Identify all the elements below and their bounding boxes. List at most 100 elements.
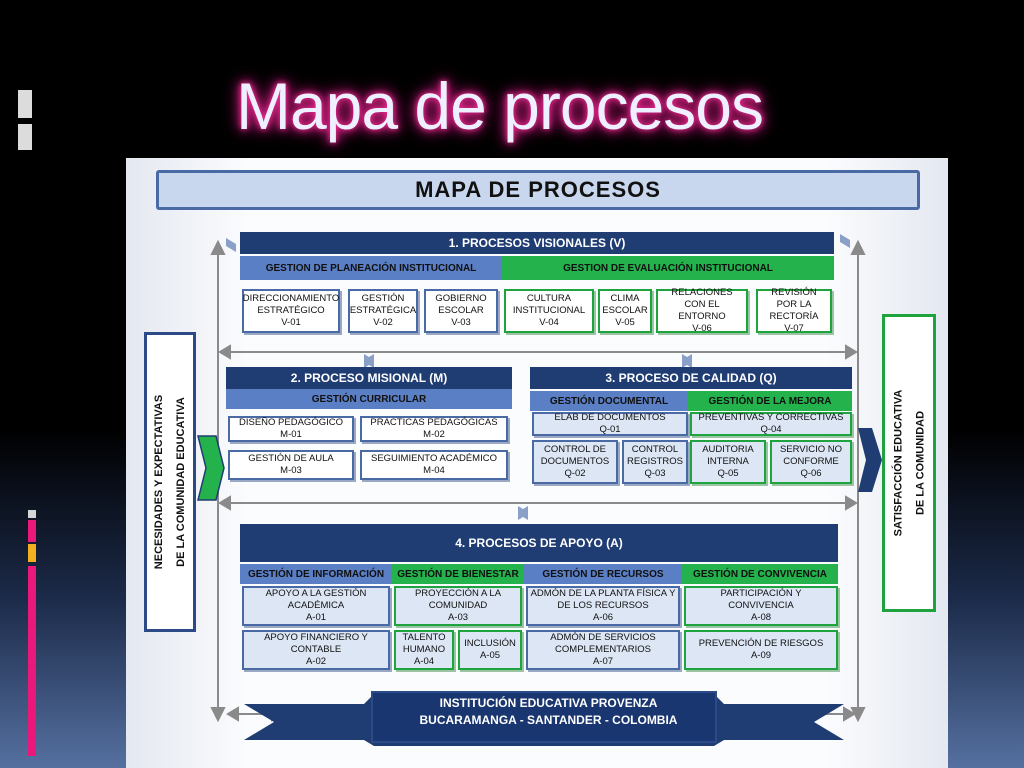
left-needs-box: NECESIDADES Y EXPECTATIVAS DE LA COMUNID… [144,332,196,632]
calidad-sub-mejora: GESTIÓN DE LA MEJORA [688,391,852,411]
calidad-header: 3. PROCESO DE CALIDAD (Q) [530,367,852,389]
process-name: PRACTICAS PEDAGÓGICAS [370,417,498,428]
process-name: DIRECCIONAMIENTO ESTRATÉGICO [242,293,340,316]
process-name: GESTIÓN DE AULA [248,453,334,464]
process-code: A-02 [305,656,327,667]
right-arrowhead [845,495,858,511]
slide-decoration-bar [18,124,32,150]
process-name: APOYO FINANCIERO Y CONTABLE [264,632,368,655]
right-arrowhead [843,706,856,722]
up-arrowhead [850,239,866,255]
up-arrowhead [210,239,226,255]
banner-line2: BUCARAMANGA - SANTANDER - COLOMBIA [419,713,678,727]
slide-accent-bar [28,510,36,518]
apoyo-sub-informacion: GESTIÓN DE INFORMACIÓN [240,564,392,584]
left-needs-line1: NECESIDADES Y EXPECTATIVAS [153,394,166,570]
apoyo-sub-bienestar: GESTIÓN DE BIENESTAR [392,564,524,584]
slide-title: Mapa de procesos [236,69,764,143]
slide-accent-bar [28,520,36,542]
process-code: Q-02 [564,468,586,479]
misional-sub-curricular: GESTIÓN CURRICULAR [226,389,512,409]
right-satisfaction-line1: SATISFACCIÓN EDUCATIVA [892,389,905,537]
process-code: V-06 [692,323,712,334]
process-code: Q-01 [599,424,621,435]
process-name: ADMÓN DE SERVICIOS COMPLEMENTARIOS [550,632,656,655]
process-code: V-07 [784,323,804,334]
left-arrowhead [218,495,231,511]
process-name: REVISIÓN POR LA RECTORÍA [769,287,819,322]
process-name: SEGUIMIENTO ACADÉMICO [371,453,497,464]
banner-center [371,691,717,743]
process-name: PREVENCIÓN DE RIESGOS [698,638,824,649]
right-arrowhead [845,344,858,360]
process-name: PROYECCIÓN A LA COMUNIDAD [414,588,502,611]
banner-line1: INSTITUCIÓN EDUCATIVA PROVENZA [439,696,658,710]
process-name: CULTURA INSTITUCIONAL [512,293,586,316]
process-name: AUDITORIA INTERNA [702,444,754,467]
slide-accent-bar [28,566,36,756]
double-arrow-connectors [226,234,850,520]
process-code: M-01 [280,429,302,440]
process-name: APOYO A LA GESTIÓN ACADÉMICA [265,588,367,611]
process-code: V-05 [615,317,635,328]
output-chevron [858,428,882,492]
process-name: GOBIERNO ESCOLAR [435,293,487,316]
down-arrowhead [210,707,226,723]
misional-header: 2. PROCESO MISIONAL (M) [226,367,512,389]
process-code: Q-06 [800,468,822,479]
process-name: PARTICIPACIÓN Y CONVIVENCIA [720,588,802,611]
process-name: DISEÑO PEDAGÓGICO [239,417,343,428]
apoyo-header: 4. PROCESOS DE APOYO (A) [240,524,838,562]
visionales-sub-planeacion: GESTION DE PLANEACIÓN INSTITUCIONAL [240,256,502,280]
process-name: CONTROL REGISTROS [627,444,683,467]
visionales-sub-evaluacion: GESTION DE EVALUACIÓN INSTITUCIONAL [502,256,834,280]
process-code: V-01 [281,317,301,328]
visionales-header: 1. PROCESOS VISIONALES (V) [240,232,834,254]
process-name: TALENTO HUMANO [402,632,446,655]
process-name: CONTROL DE DOCUMENTOS [540,444,610,467]
apoyo-sub-recursos: GESTIÓN DE RECURSOS [524,564,682,584]
process-name: SERVICIO NO CONFORME [779,444,843,467]
process-code: A-06 [592,612,614,623]
process-name: PREVENTIVAS Y CORRECTIVAS [698,412,844,423]
left-needs-text: NECESIDADES Y EXPECTATIVAS DE LA COMUNID… [148,395,192,569]
calidad-sub-documental: GESTIÓN DOCUMENTAL [530,391,688,411]
process-name: ADMÓN DE LA PLANTA FÍSICA Y DE LOS RECUR… [530,588,676,611]
process-code: V-04 [539,317,559,328]
process-code: A-07 [592,656,614,667]
process-name: CLIMA ESCOLAR [602,293,648,316]
process-name: GESTIÓN ESTRATÉGICA [349,293,417,316]
institution-banner [244,691,844,746]
slide-decoration-bar [18,90,32,118]
process-name: ELAB DE DOCUMENTOS [554,412,666,423]
slide-accent-bar [28,544,36,562]
process-box-a06: ADMÓN DE LA PLANTA FÍSICA Y DE LOS RECUR… [526,586,680,626]
left-arrowhead [226,706,239,722]
process-code: Q-03 [644,468,666,479]
input-chevron [197,435,225,501]
process-code: V-03 [451,317,471,328]
process-code: A-03 [447,612,469,623]
